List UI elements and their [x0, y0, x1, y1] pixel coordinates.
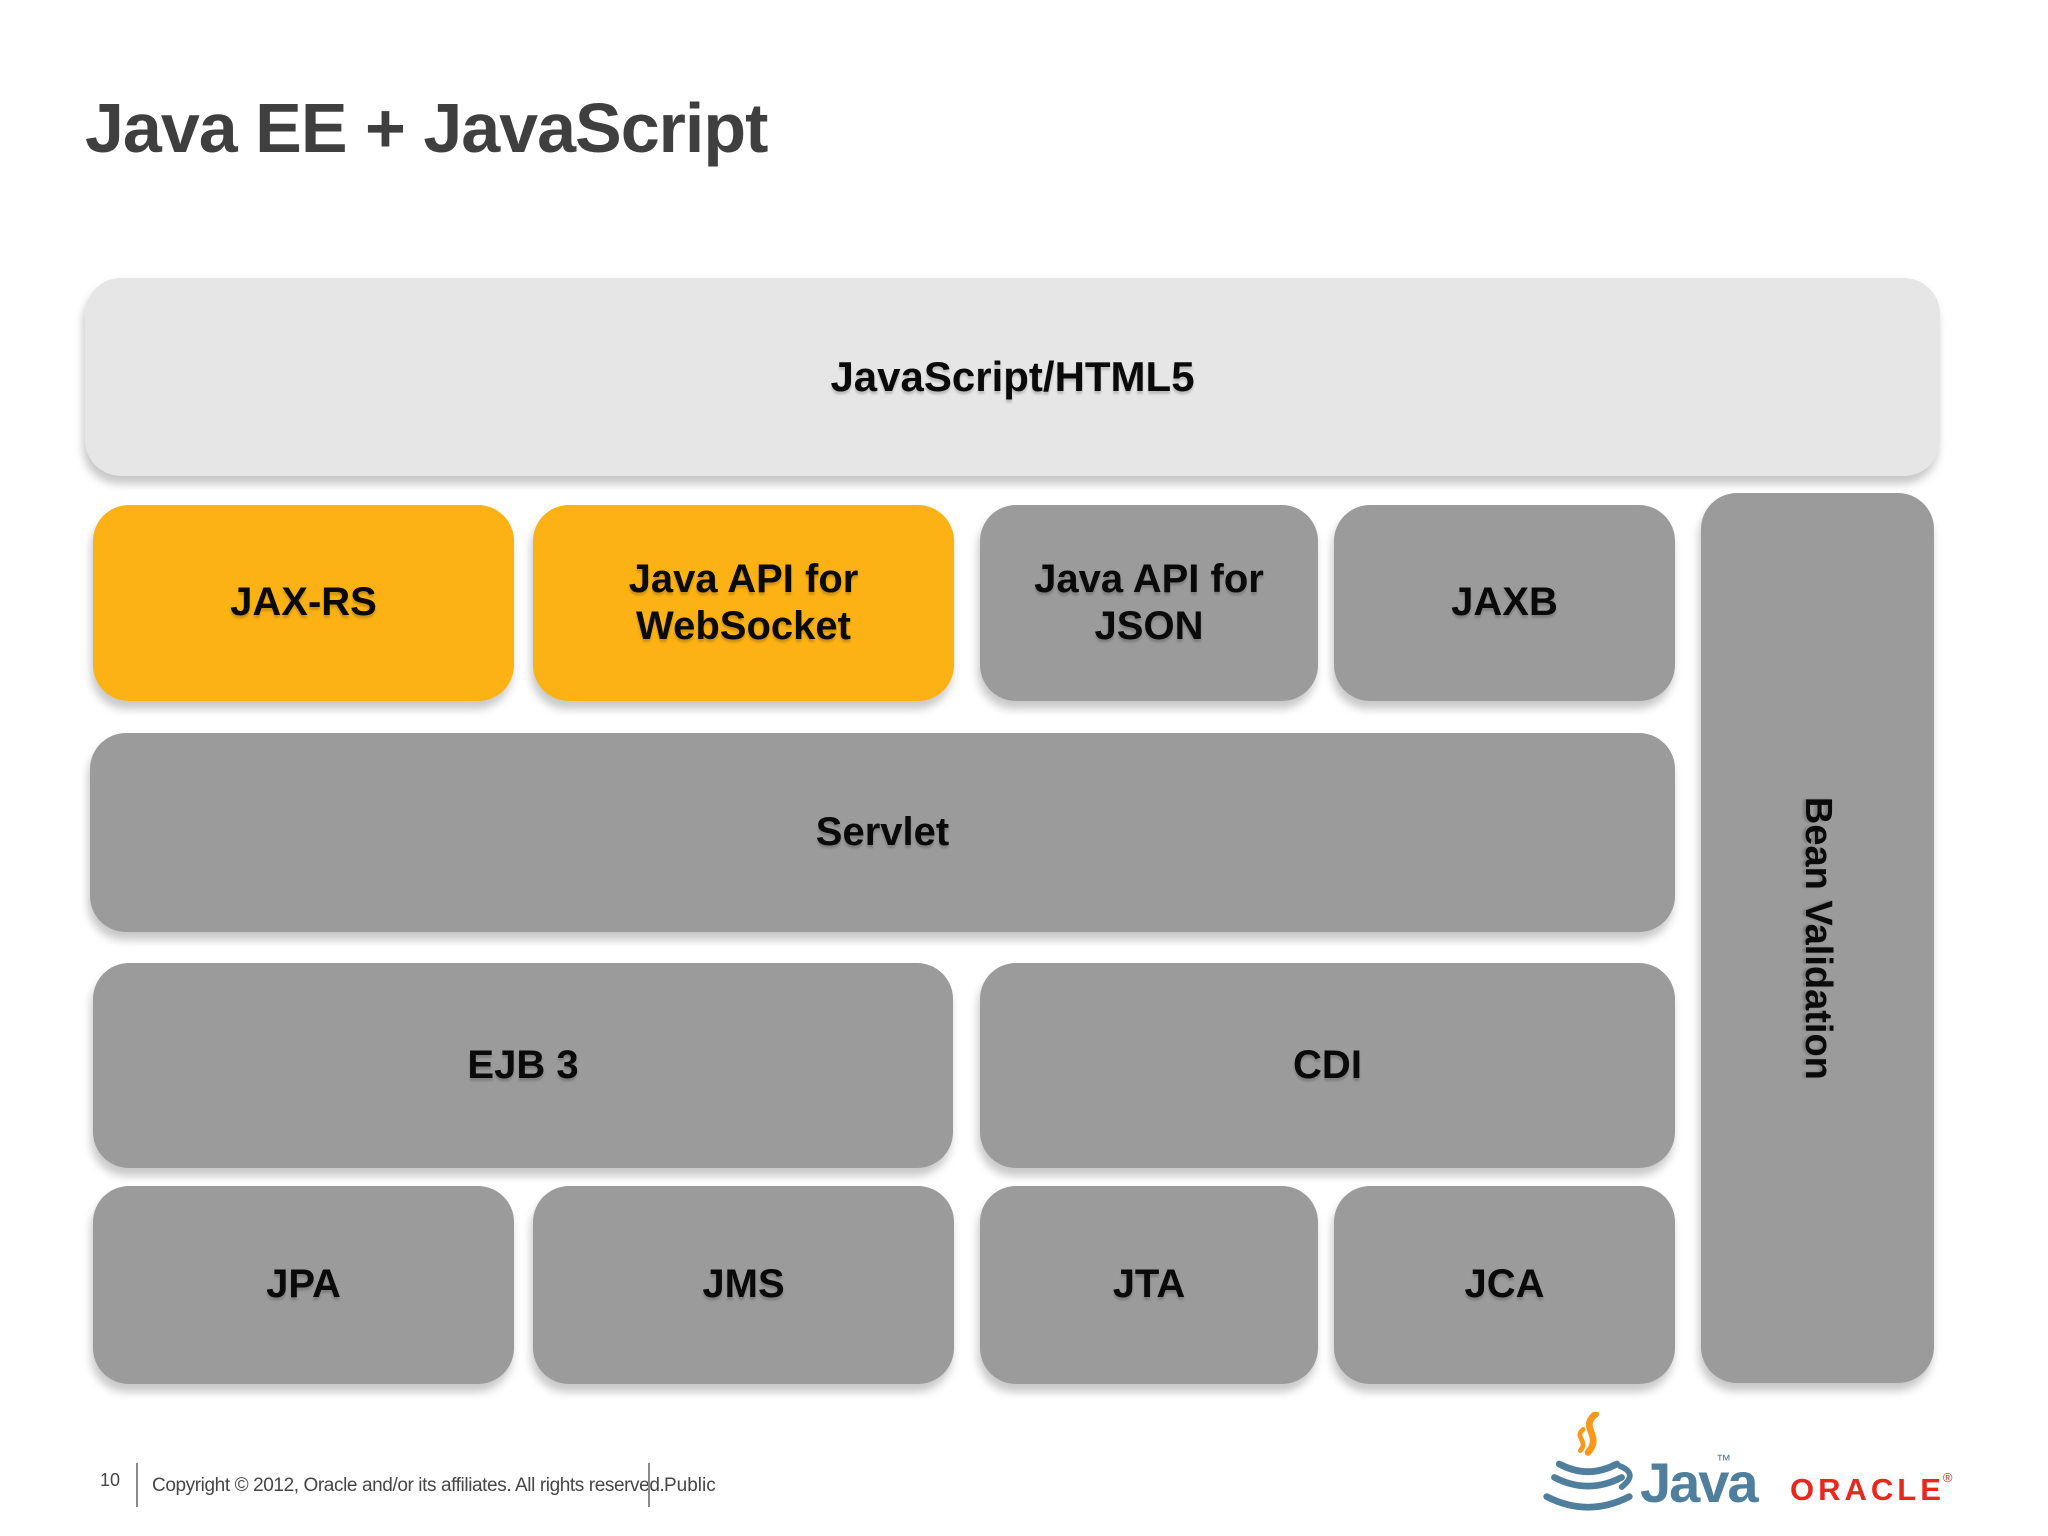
- block-bean-validation-label: Bean Validation: [1796, 796, 1839, 1080]
- oracle-logo: ORACLE®: [1790, 1470, 1952, 1508]
- block-java-api-for-json-label: Java API for JSON: [1034, 556, 1264, 648]
- java-logo: Java ™: [1540, 1412, 1759, 1522]
- block-jpa: JPA: [93, 1186, 514, 1384]
- block-javascript-html5-label: JavaScript/HTML5: [830, 353, 1195, 401]
- block-jca-label: JCA: [1464, 1262, 1545, 1307]
- block-ejb3: EJB 3: [93, 963, 953, 1168]
- block-bean-validation: Bean Validation: [1701, 493, 1934, 1383]
- block-servlet-label: Servlet: [815, 809, 950, 854]
- footer-divider: [136, 1463, 138, 1507]
- footer-classification: Public: [664, 1475, 716, 1496]
- block-java-api-for-websocket-label: Java API for WebSocket: [628, 556, 859, 648]
- block-ejb3-label: EJB 3: [467, 1042, 579, 1087]
- block-cdi: CDI: [980, 963, 1675, 1168]
- block-jms-label: JMS: [702, 1262, 785, 1307]
- block-jta-label: JTA: [1112, 1262, 1186, 1307]
- block-jax-rs: JAX-RS: [93, 505, 514, 701]
- block-java-api-for-json: Java API for JSON: [980, 505, 1318, 701]
- java-trademark: ™: [1716, 1452, 1731, 1469]
- block-jaxb: JAXB: [1334, 505, 1675, 701]
- block-jta: JTA: [980, 1186, 1318, 1384]
- page-number: 10: [100, 1470, 121, 1490]
- block-jms: JMS: [533, 1186, 954, 1384]
- footer-copyright: Copyright © 2012, Oracle and/or its affi…: [152, 1475, 665, 1496]
- oracle-wordmark: ORACLE: [1790, 1472, 1945, 1507]
- java-cup-icon: [1543, 1412, 1633, 1511]
- block-jaxb-label: JAXB: [1451, 580, 1558, 625]
- block-javascript-html5: JavaScript/HTML5: [85, 278, 1940, 476]
- footer-divider: [648, 1463, 650, 1507]
- block-servlet: Servlet: [90, 733, 1675, 932]
- block-cdi-label: CDI: [1293, 1042, 1362, 1087]
- block-jpa-label: JPA: [266, 1262, 341, 1307]
- block-jax-rs-label: JAX-RS: [230, 580, 377, 625]
- block-jca: JCA: [1334, 1186, 1675, 1384]
- java-wordmark: Java: [1640, 1451, 1759, 1514]
- block-java-api-for-websocket: Java API for WebSocket: [533, 505, 954, 701]
- oracle-registered-mark: ®: [1942, 1470, 1953, 1485]
- slide-title: Java EE + JavaScript: [85, 89, 768, 167]
